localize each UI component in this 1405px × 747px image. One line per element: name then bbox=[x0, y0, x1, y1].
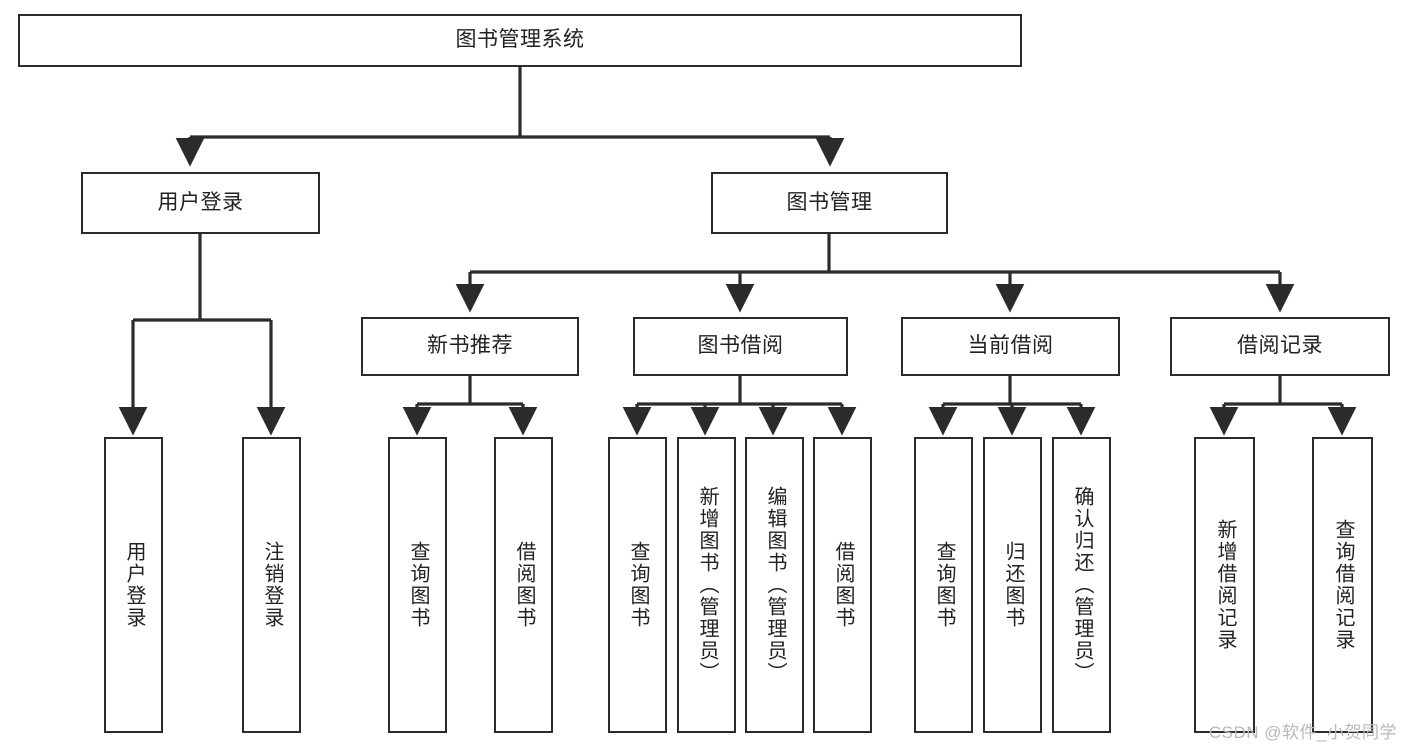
leaf-current-return-book[interactable]: 归还图书 bbox=[983, 437, 1042, 733]
node-new-book-recommend-label: 新书推荐 bbox=[427, 334, 513, 358]
node-book-manage-label: 图书管理 bbox=[786, 190, 873, 214]
leaf-record-add[interactable]: 新增借阅记录 bbox=[1194, 437, 1255, 733]
leaf-user-logout-label: 注销登录 bbox=[261, 541, 283, 629]
leaf-borrow-edit-book-admin-label: 编辑图书（管理员） bbox=[764, 486, 786, 684]
node-new-book-recommend[interactable]: 新书推荐 bbox=[361, 317, 579, 376]
leaf-current-return-book-label: 归还图书 bbox=[1002, 541, 1024, 629]
leaf-record-query-label: 查询借阅记录 bbox=[1332, 519, 1354, 651]
leaf-recommend-query-book[interactable]: 查询图书 bbox=[388, 437, 447, 733]
leaf-current-query-book-label: 查询图书 bbox=[933, 541, 955, 629]
node-user-login-label: 用户登录 bbox=[157, 190, 244, 214]
leaf-borrow-add-book-admin[interactable]: 新增图书（管理员） bbox=[677, 437, 736, 733]
leaf-borrow-lend-book[interactable]: 借阅图书 bbox=[813, 437, 872, 733]
leaf-borrow-add-book-admin-label: 新增图书（管理员） bbox=[696, 486, 718, 684]
node-current-borrow[interactable]: 当前借阅 bbox=[901, 317, 1120, 376]
leaf-recommend-borrow-book[interactable]: 借阅图书 bbox=[494, 437, 553, 733]
leaf-recommend-query-book-label: 查询图书 bbox=[407, 541, 429, 629]
leaf-current-query-book[interactable]: 查询图书 bbox=[914, 437, 973, 733]
leaf-borrow-query-book[interactable]: 查询图书 bbox=[608, 437, 667, 733]
leaf-current-confirm-return-admin[interactable]: 确认归还（管理员） bbox=[1052, 437, 1111, 733]
node-borrow-record[interactable]: 借阅记录 bbox=[1170, 317, 1390, 376]
node-root-label: 图书管理系统 bbox=[455, 28, 585, 52]
leaf-recommend-borrow-book-label: 借阅图书 bbox=[513, 541, 535, 629]
node-user-login[interactable]: 用户登录 bbox=[81, 172, 320, 234]
leaf-record-add-label: 新增借阅记录 bbox=[1214, 519, 1236, 651]
leaf-current-confirm-return-admin-label: 确认归还（管理员） bbox=[1071, 486, 1093, 684]
node-root[interactable]: 图书管理系统 bbox=[18, 14, 1022, 67]
node-book-borrow[interactable]: 图书借阅 bbox=[633, 317, 848, 376]
leaf-user-login-label: 用户登录 bbox=[123, 541, 145, 629]
leaf-user-logout[interactable]: 注销登录 bbox=[242, 437, 301, 733]
leaf-record-query[interactable]: 查询借阅记录 bbox=[1312, 437, 1373, 733]
leaf-borrow-edit-book-admin[interactable]: 编辑图书（管理员） bbox=[745, 437, 804, 733]
leaf-borrow-lend-book-label: 借阅图书 bbox=[832, 541, 854, 629]
leaf-borrow-query-book-label: 查询图书 bbox=[627, 541, 649, 629]
node-book-borrow-label: 图书借阅 bbox=[697, 334, 784, 358]
leaf-user-login[interactable]: 用户登录 bbox=[104, 437, 163, 733]
csdn-watermark: CSDN @软件_小贺同学 bbox=[1208, 723, 1397, 742]
node-borrow-record-label: 借阅记录 bbox=[1237, 334, 1323, 358]
node-current-borrow-label: 当前借阅 bbox=[967, 334, 1054, 358]
node-book-manage[interactable]: 图书管理 bbox=[711, 172, 948, 234]
